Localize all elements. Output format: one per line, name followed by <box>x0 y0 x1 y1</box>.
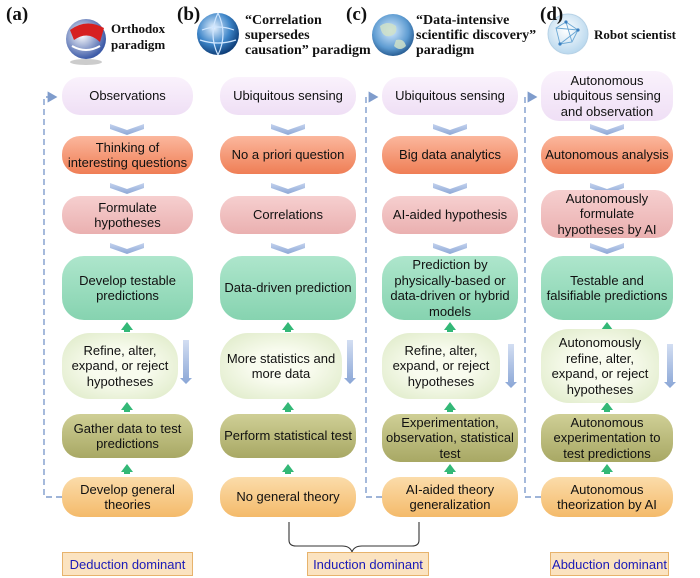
box-c-theory: AI-aided theory generalization <box>382 477 518 517</box>
box-d-refine: Autonomously refine, alter, expand, or r… <box>541 329 659 403</box>
panel-title-a-line-2: paradigm <box>111 37 166 52</box>
label-abduction-dominant: Abduction dominant <box>550 552 669 576</box>
chevron-down-icon-b-3 <box>271 243 305 254</box>
chevron-down-icon-c-1 <box>433 124 467 135</box>
up-arrow-icon-a-1 <box>121 322 133 332</box>
box-b-refine: More statistics and more data <box>220 333 342 399</box>
up-arrow-icon-d-2 <box>601 402 613 412</box>
up-arrow-icon-c-3 <box>444 464 456 474</box>
chevron-down-icon-d-3 <box>590 243 624 254</box>
up-arrow-icon-c-1 <box>444 322 456 332</box>
box-a-data: Gather data to test predictions <box>62 414 193 458</box>
chevron-down-icon-a-1 <box>110 124 144 135</box>
label-deduction-dominant: Deduction dominant <box>62 552 193 576</box>
box-c-observe: Ubiquitous sensing <box>382 77 518 115</box>
box-b-data: Perform statistical test <box>220 414 356 458</box>
box-a-observe: Observations <box>62 77 193 115</box>
chevron-down-icon-a-3 <box>110 243 144 254</box>
box-d-data: Autonomous experimentation to test predi… <box>541 414 673 462</box>
down-arrow-icon-b <box>344 340 356 384</box>
panel-title-d-line-1: Robot scientist <box>594 27 676 42</box>
chevron-down-icon-c-3 <box>433 243 467 254</box>
panel-title-c-line-3: paradigm <box>416 43 475 58</box>
box-b-question: No a priori question <box>220 136 356 174</box>
panel-title-b-line-1: “Correlation <box>245 13 322 28</box>
box-b-hypothesis: Correlations <box>220 196 356 234</box>
up-arrow-icon-c-2 <box>444 402 456 412</box>
down-arrow-icon-a <box>180 340 192 384</box>
panel-title-c-line-2: scientific discovery” <box>416 28 537 43</box>
up-arrow-icon-b-2 <box>282 402 294 412</box>
box-d-question: Autonomous analysis <box>541 136 673 174</box>
chevron-down-icon-c-2 <box>433 183 467 194</box>
panel-letter-b: (b) <box>177 4 201 25</box>
panel-letter-c: (c) <box>346 4 368 25</box>
chevron-down-icon-b-2 <box>271 183 305 194</box>
box-d-hypothesis: Autonomously formulate hypotheses by AI <box>541 190 673 238</box>
box-c-predict: Prediction by physically-based or data-d… <box>382 256 518 320</box>
down-arrow-icon-d <box>664 344 676 388</box>
box-d-predict: Testable and falsifiable predictions <box>541 256 673 320</box>
panel-title-b-line-3: causation” paradigm <box>245 43 371 58</box>
up-arrow-icon-b-1 <box>282 322 294 332</box>
up-arrow-icon-d-3 <box>601 464 613 474</box>
down-arrow-icon-c <box>505 344 517 388</box>
globe-red-icon <box>66 19 106 65</box>
loop-arrow-a <box>43 91 62 498</box>
chevron-down-icon-a-2 <box>110 183 144 194</box>
loop-arrow-c <box>365 91 382 498</box>
panel-title-c-line-1: “Data-intensive <box>416 13 510 28</box>
up-arrow-icon-b-3 <box>282 464 294 474</box>
box-d-theory: Autonomous theorization by AI <box>541 477 673 517</box>
box-c-refine: Refine, alter, expand, or reject hypothe… <box>382 333 500 399</box>
loop-arrow-d <box>524 91 541 498</box>
box-a-hypothesis: Formulate hypotheses <box>62 196 193 234</box>
box-b-theory: No general theory <box>220 477 356 517</box>
panel-letter-a: (a) <box>6 4 29 25</box>
chevron-down-icon-d-1 <box>590 124 624 135</box>
box-a-theory: Develop general theories <box>62 477 193 517</box>
box-c-hypothesis: AI-aided hypothesis <box>382 196 518 234</box>
box-a-refine: Refine, alter, expand, or reject hypothe… <box>62 333 178 399</box>
globe-blue-icon <box>197 12 239 56</box>
panel-title-a: Orthodox paradigm <box>111 21 165 53</box>
panel-title-a-line-1: Orthodox <box>111 21 166 36</box>
induction-bracket <box>288 522 420 554</box>
up-arrow-icon-a-3 <box>121 464 133 474</box>
up-arrow-icon-a-2 <box>121 402 133 412</box>
box-d-observe: Autonomous ubiquitous sensing and observ… <box>541 71 673 121</box>
panel-title-b-line-2: supersedes <box>245 28 310 43</box>
panel-title-d: Robot scientist <box>594 27 676 43</box>
box-b-predict: Data-driven prediction <box>220 256 356 320</box>
panel-title-c: “Data-intensive scientific discovery” pa… <box>416 13 536 58</box>
panel-letter-d: (d) <box>540 4 564 25</box>
globe-network-icon <box>547 13 589 55</box>
chevron-down-icon-b-1 <box>271 124 305 135</box>
label-induction-dominant: Induction dominant <box>307 552 429 576</box>
box-a-question: Thinking of interesting questions <box>62 136 193 174</box>
box-b-observe: Ubiquitous sensing <box>220 77 356 115</box>
box-c-question: Big data analytics <box>382 136 518 174</box>
box-a-predict: Develop testable predictions <box>62 256 193 320</box>
box-c-data: Experimentation, observation, statistica… <box>382 414 518 462</box>
panel-title-b: “Correlation supersedes causation” parad… <box>245 13 371 58</box>
globe-earth-icon <box>372 14 414 56</box>
